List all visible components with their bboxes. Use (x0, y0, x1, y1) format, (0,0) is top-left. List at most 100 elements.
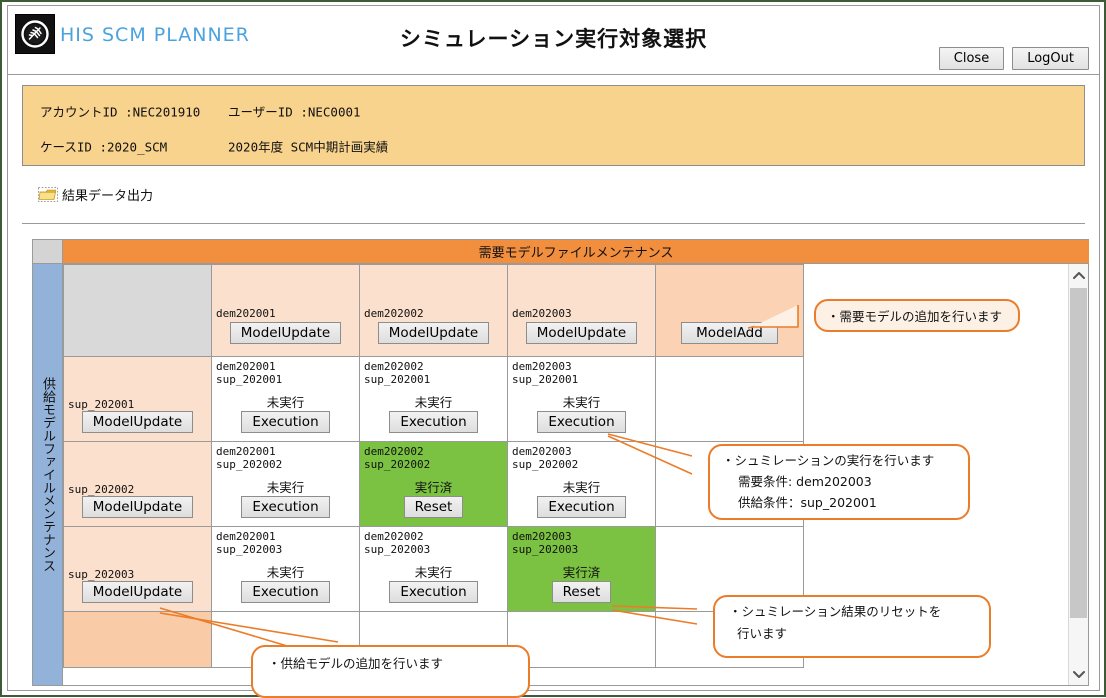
cell-status: 未実行 (562, 480, 601, 495)
chevron-down-icon[interactable] (1069, 663, 1088, 685)
demand-column-dem202002: dem202002 ModelUpdate (359, 264, 508, 357)
execution-button-dem202002-sup202003[interactable]: Execution (389, 581, 478, 603)
title-bar: HIS SCM PLANNER シミュレーション実行対象選択 Close Log… (8, 6, 1099, 75)
cell-demand-id: dem202003 (512, 445, 572, 458)
account-info-panel: アカウントID :NEC201910 ユーザーID :NEC0001 ケースID… (22, 85, 1085, 166)
output-result-data-button[interactable]: 結果データ出力 (38, 185, 153, 204)
matrix-vertical-scrollbar[interactable] (1068, 264, 1088, 685)
callout-text-line1: ・シュミレーション結果のリセットを (729, 604, 942, 619)
demand-id-label: dem202002 (364, 307, 424, 320)
model-update-button-sup202002[interactable]: ModelUpdate (81, 496, 194, 518)
supply-model-header-label: 供給モデルファイルメンテナンス (40, 377, 55, 572)
brand-name: HIS SCM PLANNER (60, 24, 250, 46)
wheat-emblem-icon (15, 14, 55, 54)
case-name-label: 2020年度 SCM中期計画実績 (228, 139, 389, 155)
cell-demand-id: dem202001 (216, 530, 276, 543)
callout-text: ・供給モデルの追加を行います (268, 656, 444, 671)
cell-supply-id: sup_202003 (512, 543, 579, 556)
callout-run-simulation: ・シュミレーションの実行を行います 需要条件: dem202003 供給条件：s… (708, 444, 970, 520)
cell-supply-id: sup_202003 (216, 543, 283, 556)
model-add-button-demand[interactable]: ModelAdd (681, 322, 778, 344)
matrix-footer-blank (507, 611, 656, 668)
supply-row-header-sup202002: sup_202002 ModelUpdate (63, 441, 212, 527)
model-update-button-sup202001[interactable]: ModelUpdate (81, 411, 194, 433)
matrix-corner-cell (33, 240, 63, 264)
cell-supply-id: sup_202003 (364, 543, 431, 556)
user-id-label: ユーザーID :NEC0001 (228, 104, 361, 120)
cell-demand-id: dem202002 (364, 530, 424, 543)
page-title: シミュレーション実行対象選択 (399, 27, 708, 51)
chevron-up-icon[interactable] (1069, 264, 1088, 286)
close-button[interactable]: Close (938, 47, 1005, 70)
cell-supply-id: sup_202002 (216, 458, 283, 471)
callout-add-demand-model: ・需要モデルの追加を行います (814, 299, 1020, 332)
inner-frame: HIS SCM PLANNER シミュレーション実行対象選択 Close Log… (7, 5, 1100, 698)
model-update-button-dem202003[interactable]: ModelUpdate (525, 322, 638, 344)
execution-button-dem202003-sup202002[interactable]: Execution (537, 496, 626, 518)
supply-id-label: sup_202003 (68, 568, 135, 581)
supply-id-label: sup_202001 (68, 398, 135, 411)
cell-demand-id: dem202002 (364, 445, 424, 458)
account-id-label: アカウントID :NEC201910 (40, 104, 201, 120)
model-update-button-sup202003[interactable]: ModelUpdate (81, 581, 194, 603)
cell-demand-id: dem202003 (512, 360, 572, 373)
supply-row-header-sup202001: sup_202001 ModelUpdate (63, 356, 212, 442)
reset-button-dem202002-sup202002[interactable]: Reset (403, 496, 464, 518)
model-update-button-dem202002[interactable]: ModelUpdate (377, 322, 490, 344)
cell-demand-id: dem202001 (216, 360, 276, 373)
cell-supply-id: sup_202001 (364, 373, 431, 386)
supply-model-header: 供給モデルファイルメンテナンス (33, 264, 63, 685)
folder-icon (38, 186, 60, 204)
cell-supply-id: sup_202002 (512, 458, 579, 471)
demand-model-add-cell: ModelAdd (655, 264, 804, 357)
case-id-label: ケースID :2020_SCM (40, 139, 168, 155)
scrollbar-thumb[interactable] (1070, 288, 1087, 618)
cell-status: 未実行 (266, 565, 305, 580)
demand-id-label: dem202003 (512, 307, 572, 320)
cell-demand-id: dem202003 (512, 530, 572, 543)
output-result-data-label: 結果データ出力 (62, 189, 154, 204)
cell-supply-id: sup_202002 (364, 458, 431, 471)
cell-status: 未実行 (266, 395, 305, 410)
callout-text-line2: 行います (737, 626, 788, 641)
cell-demand-id: dem202001 (216, 445, 276, 458)
execution-button-dem202001-sup202003[interactable]: Execution (241, 581, 330, 603)
cell-status: 未実行 (414, 395, 453, 410)
execution-button-dem202002-sup202001[interactable]: Execution (389, 411, 478, 433)
cell-status: 未実行 (414, 565, 453, 580)
supply-row-header-sup202003: sup_202003 ModelUpdate (63, 526, 212, 612)
cell-supply-id: sup_202001 (216, 373, 283, 386)
callout-text-line1: ・シュミレーションの実行を行います (722, 453, 935, 468)
reset-button-dem202003-sup202003[interactable]: Reset (551, 581, 612, 603)
callout-reset-simulation: ・シュミレーション結果のリセットを 行います (713, 595, 991, 658)
matrix-cell-add-sup202001 (655, 356, 804, 442)
supply-id-label: sup_202002 (68, 483, 135, 496)
cell-status: 実行済 (562, 565, 601, 580)
cell-status: 未実行 (266, 480, 305, 495)
logout-button[interactable]: LogOut (1012, 47, 1089, 70)
callout-add-supply-model: ・供給モデルの追加を行います (251, 645, 530, 698)
callout-text-line3: 供給条件：sup_202001 (738, 495, 877, 510)
matrix-empty-area (803, 356, 1088, 442)
cell-status: 実行済 (414, 480, 453, 495)
cell-status: 未実行 (562, 395, 601, 410)
cell-demand-id: dem202002 (364, 360, 424, 373)
matrix-blank-corner (63, 264, 212, 357)
execution-button-dem202001-sup202001[interactable]: Execution (241, 411, 330, 433)
model-update-button-dem202001[interactable]: ModelUpdate (229, 322, 342, 344)
execution-button-dem202001-sup202002[interactable]: Execution (241, 496, 330, 518)
supply-model-add-cell[interactable] (63, 611, 212, 668)
execution-button-dem202003-sup202001[interactable]: Execution (537, 411, 626, 433)
cell-supply-id: sup_202001 (512, 373, 579, 386)
